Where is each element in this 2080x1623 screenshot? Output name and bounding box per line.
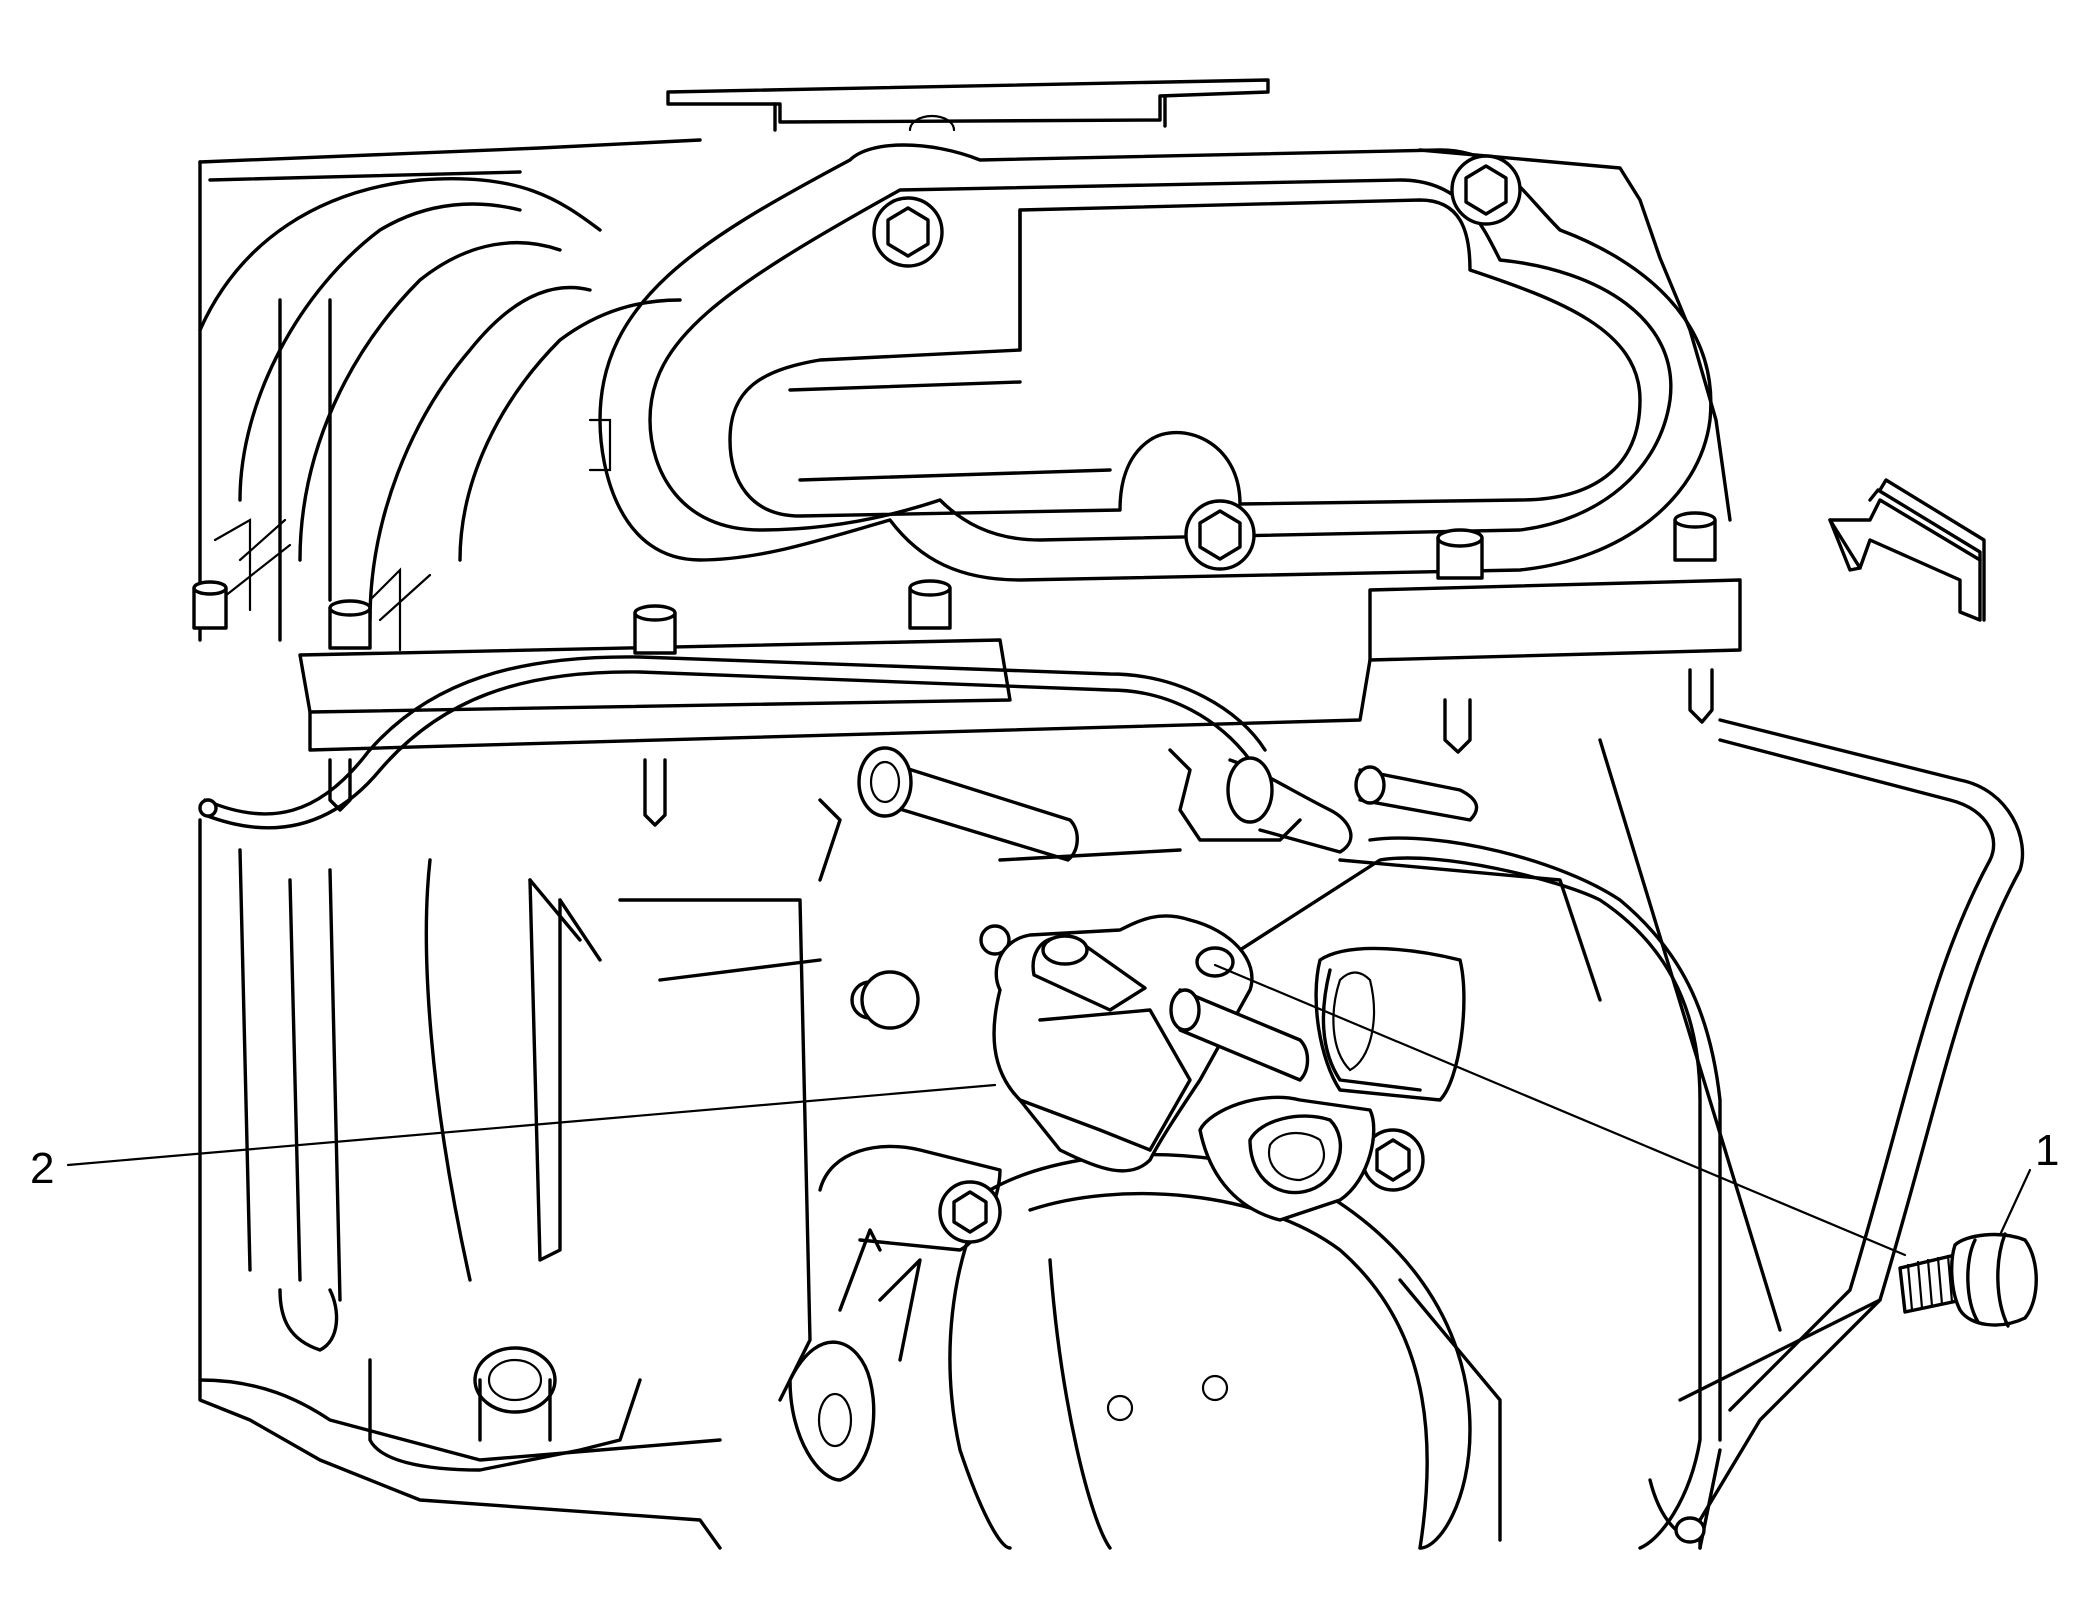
lower-manifold [198, 798, 1182, 1550]
rail-bolts [192, 511, 1717, 655]
callout-label-1: 1 [2035, 1126, 2059, 1175]
plenum-bolts [872, 154, 1522, 571]
fuel-rail-brackets [213, 518, 1742, 752]
bolt-icon [1898, 1232, 2038, 1328]
callout-label-2: 2 [30, 1144, 54, 1193]
view-direction-arrow-icon [1828, 478, 1986, 622]
vacuum-line [198, 655, 1267, 830]
throttle-body [788, 836, 1722, 1550]
right-frame [1598, 718, 2025, 1550]
injector-tips [328, 668, 1714, 827]
plenum-cover [588, 143, 1713, 582]
callout-leaders [66, 963, 2032, 1257]
top-gasket-plate [666, 78, 1270, 132]
vacuum-fittings [857, 746, 1479, 862]
throttle-position-sensor [992, 914, 1466, 1222]
intake-manifold-upper [198, 138, 1732, 642]
